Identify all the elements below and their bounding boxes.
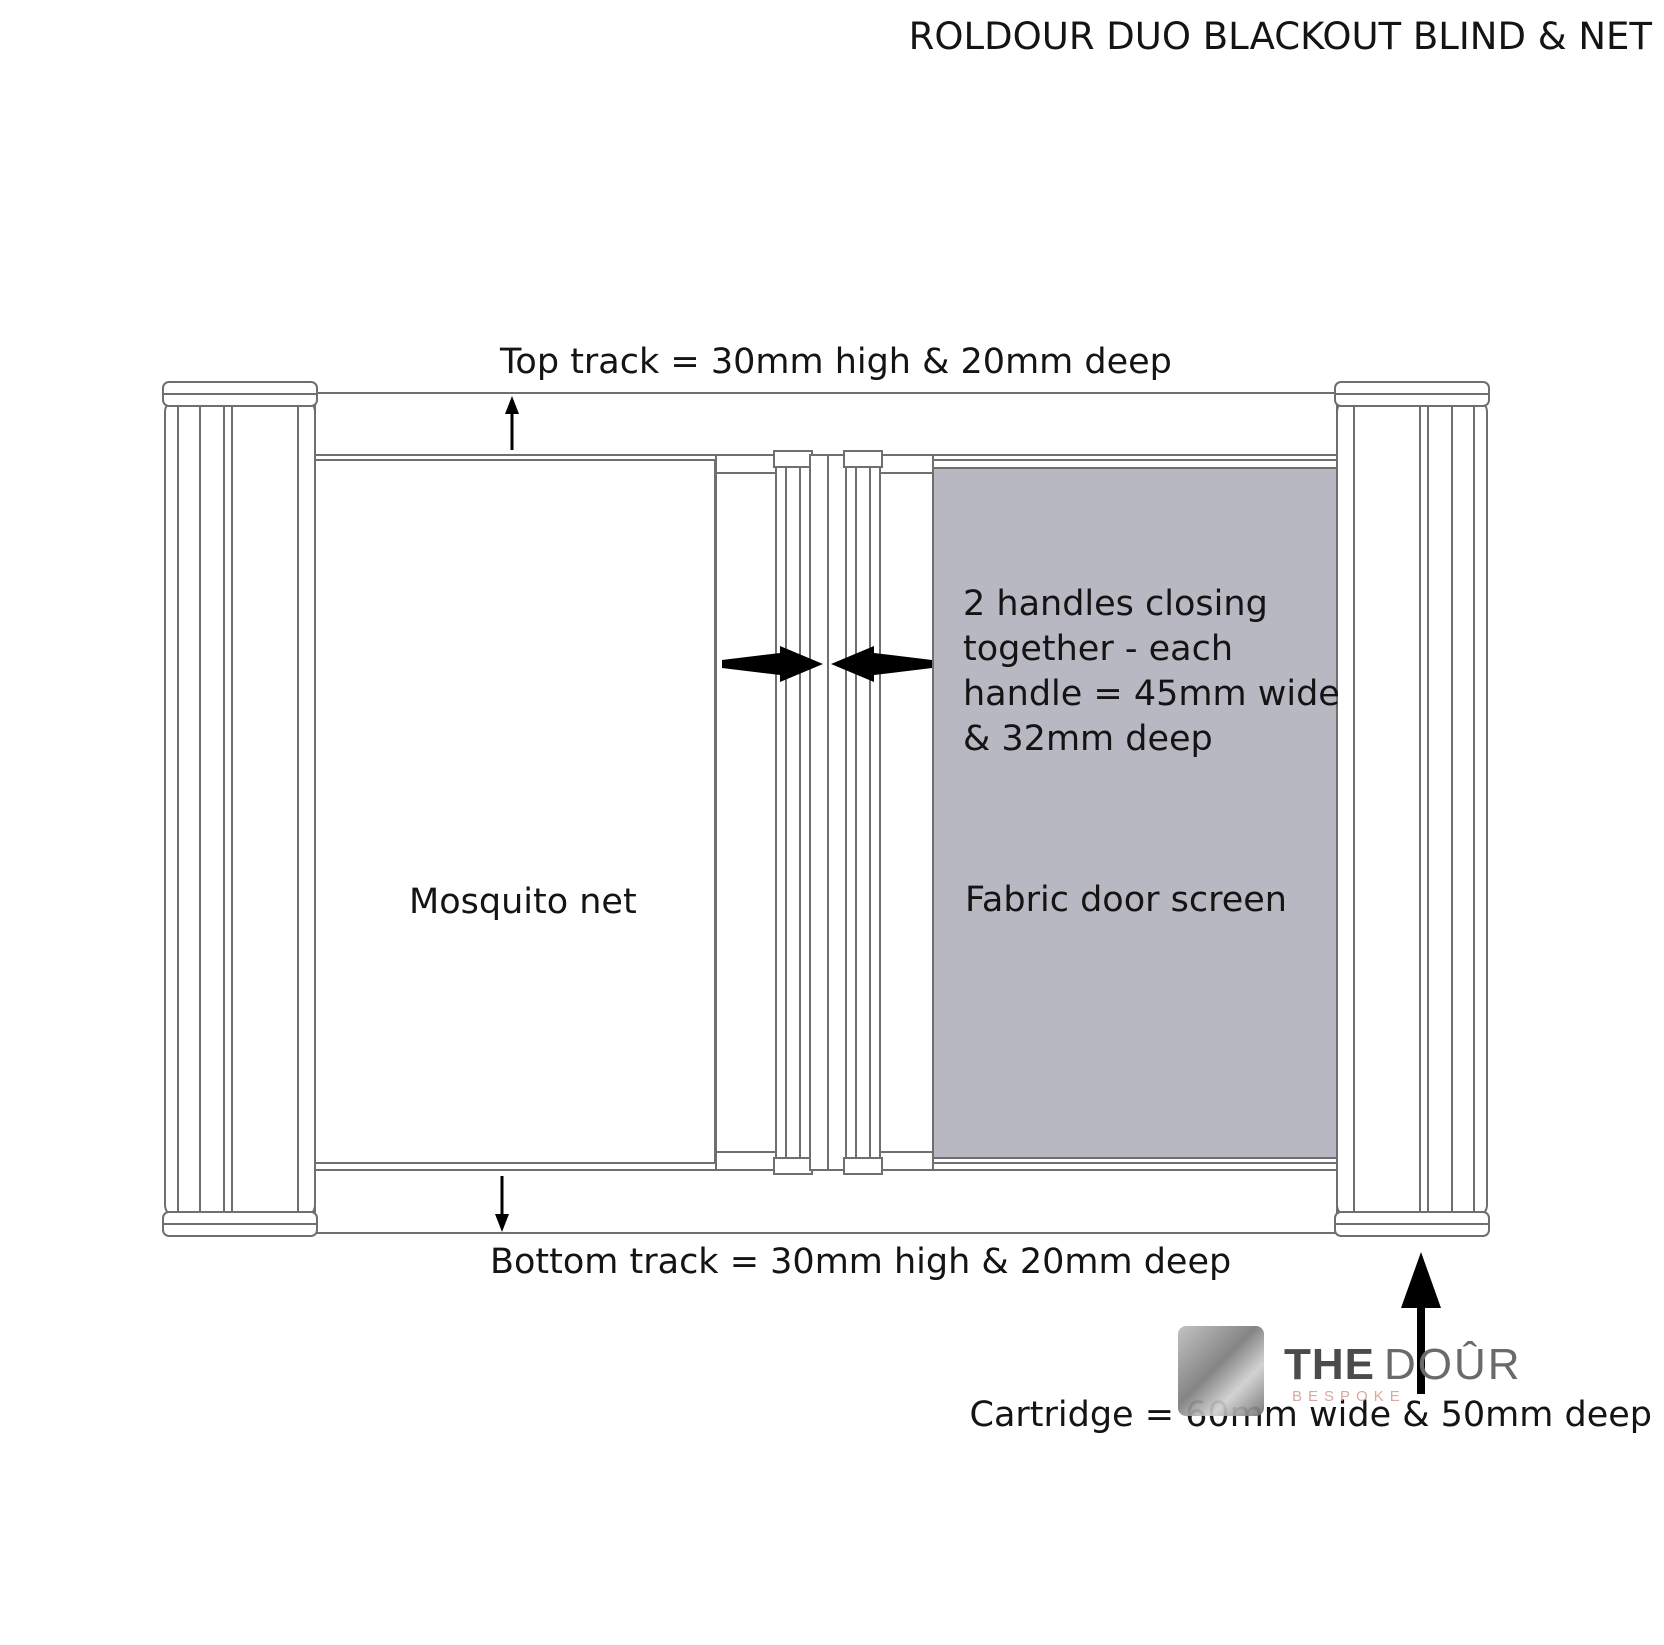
left-cartridge [162,381,318,1237]
fabric-screen-label: Fabric door screen [965,880,1287,920]
logo-word-dour: DOÛR [1384,1340,1522,1389]
right-cartridge [1334,381,1490,1237]
diagram-title: ROLDOUR DUO BLACKOUT BLIND & NET [908,15,1652,58]
door-logo-icon [1178,1326,1264,1416]
logo-word-the: THE [1284,1340,1375,1389]
top-track-arrow [505,396,519,450]
handle-gap [809,454,847,1171]
bottom-track-label: Bottom track = 30mm high & 20mm deep [490,1242,1232,1282]
cartridge-label: Cartridge = 60mm wide & 50mm deep [969,1395,1653,1435]
mosquito-net-label: Mosquito net [409,882,637,922]
left-handle [715,450,813,1175]
mosquito-net-panel [314,459,716,1164]
handles-arrow-right [722,646,823,682]
top-track-label: Top track = 30mm high & 20mm deep [500,342,1172,382]
right-handle [843,450,934,1175]
brand-logo: THE DOÛR BESPOKE [1178,1326,1520,1418]
handles-arrow-left [831,646,932,682]
logo-word-bespoke: BESPOKE [1292,1388,1406,1405]
bottom-track-arrow [495,1176,509,1232]
handles-label: 2 handles closing together - each handle… [963,584,1340,759]
fabric-door-screen [932,467,1338,1159]
cartridge-arrow [1401,1252,1441,1394]
bottom-track [314,1162,1338,1234]
top-track [314,392,1338,461]
